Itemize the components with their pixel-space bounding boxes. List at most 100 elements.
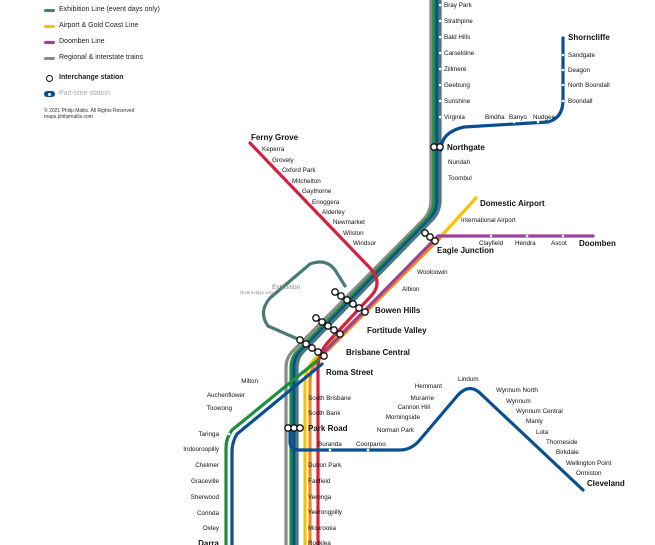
station-tick [561, 99, 565, 103]
interchange-icon [324, 322, 332, 330]
station-label: South Brisbane [308, 395, 352, 402]
station-label: Ormiston [576, 470, 602, 477]
station-label: International Airport [461, 217, 516, 224]
station-label: Toowong [207, 405, 233, 412]
trunk-line [284, 0, 433, 545]
station-tick [298, 526, 302, 530]
station-label: Virginia [444, 114, 465, 121]
interchange-icon [312, 314, 320, 322]
station-tick [268, 158, 272, 162]
interchange-icon [296, 424, 304, 432]
station-label: Milton [241, 378, 258, 385]
station-tick [318, 210, 322, 214]
station-tick [278, 168, 282, 172]
station-label: Chelmer [195, 462, 219, 469]
interchange-icon [296, 336, 304, 344]
station-label: Nundah [448, 159, 471, 166]
station-tick [561, 234, 565, 238]
legend-swatch [44, 57, 55, 60]
station-tick [438, 67, 442, 71]
station-label: Cannon Hill [397, 404, 430, 411]
interchange-icon [331, 288, 339, 296]
station-tick [551, 450, 555, 454]
interchange-icon [361, 308, 369, 316]
station-label: Lota [536, 429, 549, 436]
interchange-icon [355, 304, 363, 312]
station-label: Norman Park [377, 427, 415, 434]
station-label: Bray Park [444, 2, 472, 9]
station-label: Nudgee [533, 114, 556, 121]
station-label: Bald Hills [444, 34, 470, 41]
interchange-label: Fortitude Valley [367, 326, 427, 335]
legend-item: Doomben Line [44, 34, 160, 50]
station-tick [438, 19, 442, 23]
station-tick [227, 495, 231, 499]
exhibition-loop [261, 260, 347, 342]
terminus-label: Cleveland [587, 479, 625, 488]
station-tick [227, 432, 231, 436]
interchange-icon [343, 296, 351, 304]
legend-label: Part-time station [59, 90, 110, 97]
trunk-line [295, 0, 442, 545]
copyright: © 2021 Philip Mallis. All Rights Reserve… [44, 108, 160, 120]
interchange-icon [320, 352, 328, 360]
station-tick [308, 200, 312, 204]
station-label: Wilston [343, 230, 364, 237]
station-label: Wynnum Central [516, 408, 563, 415]
terminus-label: Shorncliffe [568, 33, 610, 42]
station-label: Manly [526, 418, 544, 425]
station-tick [531, 430, 535, 434]
station-tick [298, 463, 302, 467]
station-label: Taringa [198, 431, 219, 438]
station-tick [329, 220, 333, 224]
station-label: Mitchelton [292, 178, 321, 185]
part-time-station-label: Exhibition [272, 284, 301, 291]
shorncliffe-line [439, 36, 565, 152]
station-tick [561, 461, 565, 465]
station-tick [432, 408, 436, 412]
legend-item: Part-time station [44, 86, 160, 102]
cleveland-line [288, 386, 585, 492]
interchange-icon [436, 143, 444, 151]
station-tick [488, 120, 492, 124]
station-label: Zillmere [444, 66, 467, 73]
trunk-line [289, 0, 436, 545]
interchange-label: Eagle Junction [437, 246, 494, 255]
copyright-line: maps.philipmallis.com [44, 114, 93, 120]
trunk-line [292, 0, 439, 545]
station-tick [227, 463, 231, 467]
station-tick [258, 147, 262, 151]
station-tick [298, 411, 302, 415]
station-label: Boondall [568, 98, 593, 105]
interchange-icon [336, 330, 344, 338]
station-label: Hendra [515, 240, 536, 247]
legend-item: Exhibition Line (event days only) [44, 2, 160, 18]
part-time-station-icon [44, 91, 55, 97]
station-label: Albion [402, 286, 420, 293]
interchange-icon [421, 229, 429, 237]
station-label: Thorneside [546, 439, 578, 446]
station-tick [444, 387, 448, 391]
part-time-station-note: (Event days only) [240, 290, 275, 295]
station-label: Fairfield [308, 478, 331, 485]
station-label: Carseldine [444, 50, 475, 57]
legend-swatch [44, 9, 55, 12]
station-label: Keperra [262, 146, 285, 153]
station-tick [561, 53, 565, 57]
station-label: Lindum [458, 376, 479, 383]
station-label: Buranda [318, 441, 342, 448]
station-label: Murarrie [411, 395, 435, 402]
terminus-label: Doomben [579, 239, 616, 248]
terminus-label: Ferny Grove [251, 133, 299, 142]
station-tick [298, 479, 302, 483]
legend-label: Interchange station [59, 74, 124, 81]
station-label: Gaythorne [302, 188, 332, 195]
map-legend: Exhibition Line (event days only) Airpor… [44, 2, 160, 120]
legend-label: Exhibition Line (event days only) [59, 6, 160, 13]
station-tick [328, 448, 332, 452]
legend-item: Regional & interstate trains [44, 50, 160, 66]
station-tick [438, 51, 442, 55]
station-label: Sunshine [444, 98, 471, 105]
